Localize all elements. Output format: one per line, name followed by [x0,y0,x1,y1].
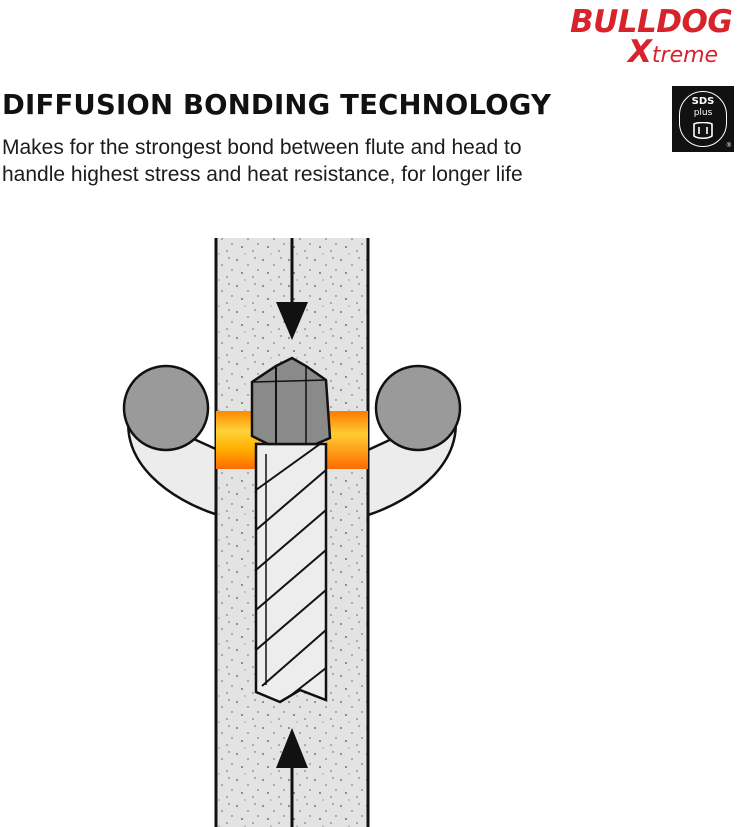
electrode-left-icon [122,364,210,452]
electrode-right-icon [374,364,462,452]
electrode-right [366,364,462,517]
description: Makes for the strongest bond between flu… [2,134,642,188]
registered-mark: ® [726,143,731,149]
arrow-up-icon [276,728,308,827]
badge-line-1: SDS [691,96,715,107]
electrode-left [122,364,220,517]
heat-zone-right [326,411,368,469]
drill-bit-icon [250,356,332,704]
sds-shank-icon [693,122,713,140]
arrow-down-icon [276,238,308,340]
logo-subwordmark: Xtreme [628,34,718,70]
description-line-1: Makes for the strongest bond between flu… [2,136,522,159]
page-title: DIFFUSION BONDING TECHNOLOGY [2,89,552,121]
logo-subwordmark-rest: treme [651,43,719,68]
description-line-2: handle highest stress and heat resistanc… [2,163,523,186]
badge-line-2: plus [693,108,713,118]
badge-ring [679,91,727,147]
sds-plus-badge: SDS plus ® [672,86,734,152]
logo-subwordmark-initial: X [628,34,652,70]
diffusion-bonding-illustration [122,238,462,827]
brand-logo: BULLDOG Xtreme [566,2,742,74]
logo-wordmark: BULLDOG [570,4,733,40]
